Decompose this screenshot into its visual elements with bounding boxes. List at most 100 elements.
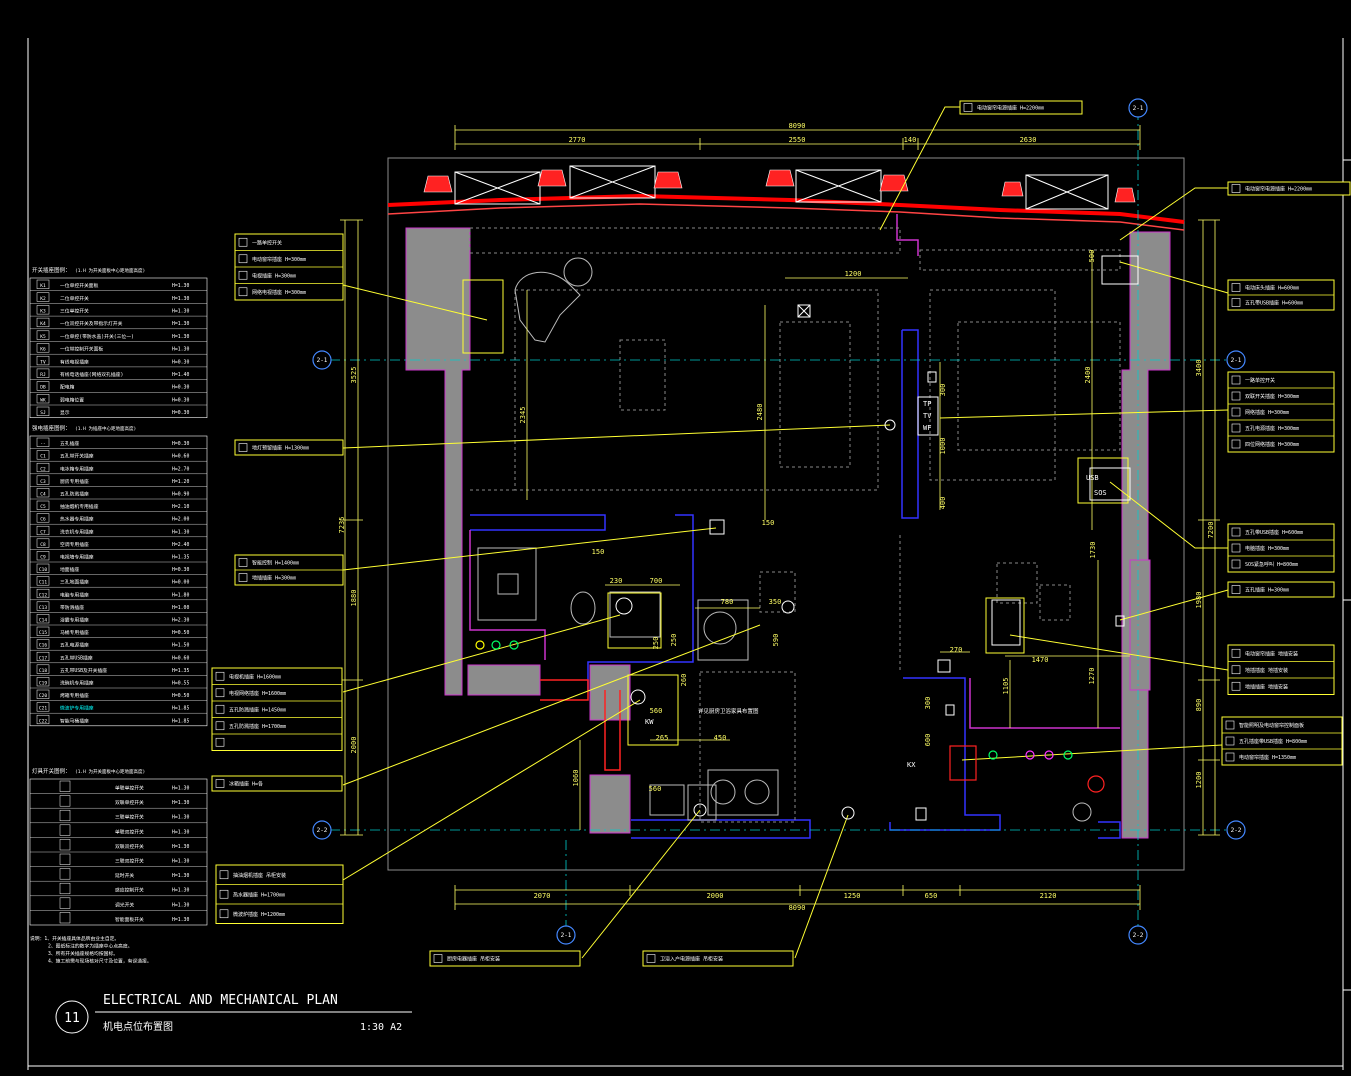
legend-height: H=2.30	[172, 617, 189, 623]
axis-label: 2-2	[1231, 827, 1242, 834]
legend-symbol-code: C9	[40, 554, 46, 560]
legend-item-text: 电视墙专用插座	[60, 553, 94, 560]
legend-item-text: 延时开关	[115, 872, 134, 879]
plan-title-cn: 机电点位布置图	[103, 1020, 173, 1033]
dim-inner: 560	[649, 785, 662, 793]
panel-label-kx: KX	[907, 761, 916, 769]
legend-switch-symbol	[59, 824, 71, 836]
dim-inner: 250	[670, 634, 678, 647]
legend-symbol-code: C1	[40, 454, 46, 460]
legend-height: H=1.30	[172, 309, 189, 315]
legend-note: (1.H 为开关面板中心距地面高度)	[75, 768, 145, 775]
legend-symbol-code: K5	[40, 334, 46, 340]
legend-height: H=1.30	[172, 296, 189, 302]
legend-item-text: 二位单控开关	[60, 295, 89, 302]
panel-label-tv: TV	[923, 412, 932, 420]
legend-item-text: 感应控制开关	[115, 887, 144, 894]
legend-item-text: 厨房专用插座	[60, 478, 89, 485]
axis-label: 2-2	[317, 827, 328, 834]
legend-symbol-code: DB	[40, 385, 46, 391]
legend-item-text: 五孔带开关插座	[60, 453, 94, 460]
callout-text: 厨房电器插座 吊柜安装	[447, 956, 500, 963]
legend-heading: 灯具开关图例：	[32, 767, 71, 775]
legend-symbol-code: K6	[40, 347, 46, 353]
dim-inner: 1730	[1089, 542, 1097, 559]
legend-item-text: 电冰箱专用插座	[60, 465, 94, 472]
dim-inner: 350	[769, 598, 782, 606]
panel-label-sos: SOS	[1094, 489, 1107, 497]
dimension-lines	[340, 125, 1220, 910]
legend-symbol	[36, 292, 50, 302]
legend-item-text: 空调专用插座	[60, 541, 89, 548]
legend-item-text: 单联双控开关	[115, 828, 144, 835]
dim-inner: 1470	[1032, 656, 1049, 664]
axis-bubble-right-1	[1226, 350, 1246, 370]
legend-height: H=0.30	[172, 410, 189, 416]
dim-inner: 560	[650, 707, 663, 715]
legend-height: H=1.30	[172, 786, 189, 792]
callout-text: 热水器插座 H=1700mm	[233, 891, 285, 898]
legend-note: (1.H 为开关面板中心距地面高度)	[75, 267, 145, 274]
legend-height: H=0.30	[172, 397, 189, 403]
dim-bottom-segment: 650	[925, 892, 938, 900]
legend-height: H=2.00	[172, 517, 189, 523]
legend-symbol	[36, 475, 50, 485]
legend-item-text: 烤箱专用插座	[60, 692, 89, 699]
legend-symbol	[36, 305, 50, 315]
legend-item-text: 三联双控开关	[115, 858, 144, 865]
panel-label-kw: KW	[645, 718, 654, 726]
legend-symbol-code: C16	[39, 643, 47, 649]
legend-symbol-code: K3	[40, 309, 46, 315]
dim-right: 3400	[1195, 360, 1203, 377]
callout-right-d: 五孔插座 H=300mm	[1227, 581, 1335, 598]
callout-text: 一路单控开关	[252, 239, 282, 246]
legend-switch-symbol	[59, 795, 71, 807]
dim-inner: 300	[939, 384, 947, 397]
callout-text: 五孔防溅插座 H=1450mm	[229, 706, 286, 713]
dim-right: 7200	[1207, 522, 1215, 539]
legend-symbol	[36, 343, 50, 353]
legend-item-text: 地面插座	[60, 566, 79, 573]
legend-heading: 强电插座图例：	[32, 424, 71, 432]
legend-height: H=0.50	[172, 693, 189, 699]
legend-symbol-code: C8	[40, 542, 46, 548]
legend-height: H=2.10	[172, 504, 189, 510]
dim-inner: 400	[939, 497, 947, 510]
legend-symbol	[36, 588, 50, 599]
legend-symbol	[36, 576, 50, 586]
legend-height: H=1.80	[172, 592, 189, 598]
legend-item-text: 热水器专用插座	[60, 516, 94, 523]
note-line: 3、所有开关插座规格均按国标。	[48, 950, 118, 957]
legend-height: H=0.90	[172, 491, 189, 497]
callout-leaders	[342, 106, 1229, 959]
callout-text: 一路单控开关	[1245, 377, 1275, 384]
dim-inner: 780	[721, 598, 734, 606]
legend-symbol	[36, 677, 50, 687]
legend-symbol	[36, 368, 50, 378]
callout-text: 电视机插座 H=1600mm	[229, 673, 281, 680]
callout-text: 五孔插座 H=300mm	[1245, 587, 1289, 594]
plan-title-en: ELECTRICAL AND MECHANICAL PLAN	[103, 993, 338, 1008]
callout-text: 五孔带USB插座 H=600mm	[1245, 300, 1303, 307]
legend-symbol	[36, 614, 50, 624]
legend-item-text: 一位双控开关及带指示灯开关	[60, 320, 123, 327]
dim-left: 1880	[350, 590, 358, 607]
legend-switch-symbol	[59, 912, 71, 924]
legend-symbol	[36, 702, 50, 712]
callout-text: 冰箱插座 H=各	[229, 781, 263, 788]
legend-item-text: 三孔地面插座	[60, 579, 89, 586]
dim-left: 7235	[338, 517, 346, 534]
legend-item-text: 有线电话插座(网络双孔插座)	[60, 371, 123, 378]
panel-label-wf: WF	[923, 424, 931, 432]
legend-symbol-code: SJ	[40, 410, 46, 416]
dim-inner: 230	[610, 577, 623, 585]
legend-switch-symbol	[59, 882, 71, 895]
legend-item-text: 浴霸专用插座	[60, 616, 89, 623]
legend-symbol-code: C3	[40, 479, 46, 485]
dim-inner: 150	[592, 548, 605, 556]
legend-height: H=1.30	[172, 815, 189, 821]
furniture-solid	[477, 257, 1092, 822]
